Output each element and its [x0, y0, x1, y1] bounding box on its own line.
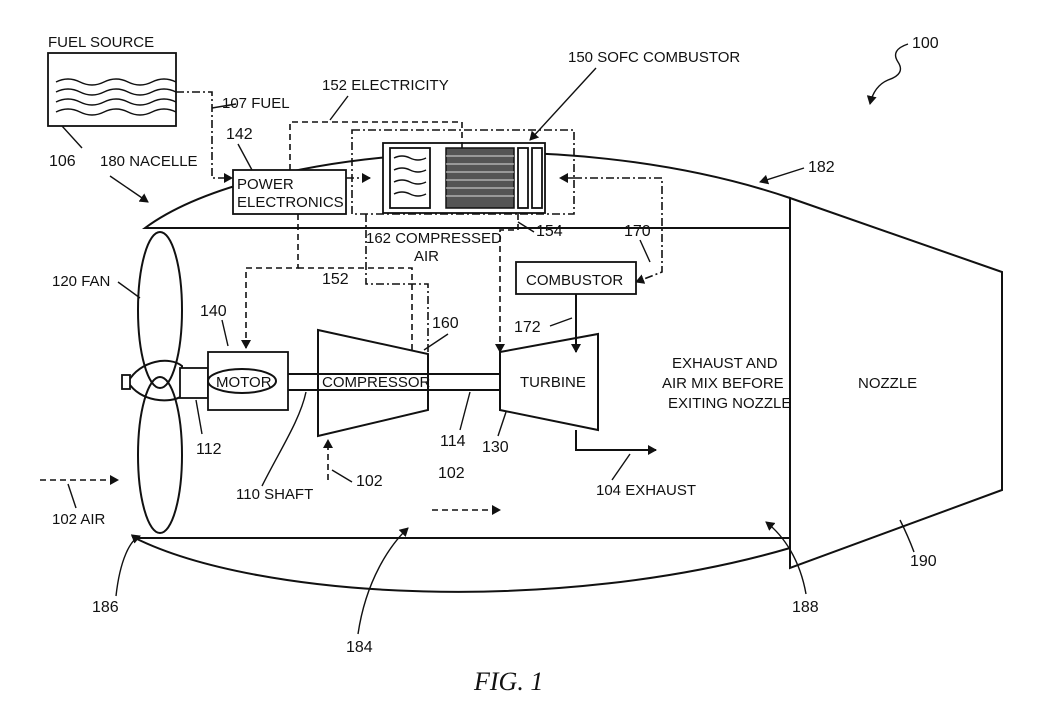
- exhaust-mix-line1: EXHAUST AND: [672, 355, 778, 372]
- ref-160-leader: [424, 334, 448, 350]
- nozzle-label: NOZZLE: [858, 375, 917, 392]
- ref-102-compressor: 102: [356, 473, 383, 490]
- nacelle-label: 180 NACELLE: [100, 153, 198, 170]
- system-ref: 100: [912, 35, 939, 52]
- ref-114: 114: [440, 433, 466, 450]
- exhaust-leader: [612, 454, 630, 480]
- fan-label: 120 FAN: [52, 273, 110, 290]
- fuel-source-leader: [62, 126, 82, 148]
- sofc-combustor: [352, 130, 574, 214]
- air-inlet-label: 102 AIR: [52, 511, 106, 528]
- electricity-branch: [298, 268, 412, 352]
- fuel-source: [48, 53, 176, 126]
- electricity-label: 152 ELECTRICITY: [322, 77, 449, 94]
- ref-184: 184: [346, 639, 373, 656]
- ref-186-leader: [116, 536, 140, 596]
- combustor-label: COMBUSTOR: [526, 272, 623, 289]
- power-electronics-leader: [238, 144, 252, 170]
- nacelle-leader: [110, 176, 148, 202]
- exhaust-mix-line2: AIR MIX BEFORE: [662, 375, 784, 392]
- ref-152-lower: 152: [322, 271, 349, 288]
- ref-112-leader: [196, 400, 202, 434]
- fuel-line-label: 107 FUEL: [222, 95, 290, 112]
- fuel-source-ref: 106: [49, 153, 76, 170]
- compressed-air-line2: AIR: [414, 248, 439, 265]
- compressor-label: COMPRESSOR: [322, 374, 431, 391]
- fan-leader: [118, 282, 140, 298]
- system-ref-leader: [870, 44, 908, 104]
- ref-114-leader: [460, 392, 470, 430]
- compressed-air-line1: 162 COMPRESSED: [366, 230, 502, 247]
- ref-182-leader: [760, 168, 804, 182]
- ref-184-leader: [358, 528, 408, 634]
- shaft-label: 110 SHAFT: [236, 486, 313, 503]
- power-electronics-line1: POWER: [237, 176, 294, 193]
- ref-102-compressor-leader: [332, 470, 352, 482]
- turbine-label: TURBINE: [520, 374, 586, 391]
- fuel-source-label: FUEL SOURCE: [48, 34, 154, 51]
- ref-186: 186: [92, 599, 119, 616]
- power-electronics-ref: 142: [226, 126, 253, 143]
- sofc-combustor-label: 150 SOFC COMBUSTOR: [568, 49, 740, 66]
- ref-188: 188: [792, 599, 819, 616]
- exhaust-arrow: [576, 430, 656, 450]
- ref-172: 172: [514, 319, 541, 336]
- nacelle-lower: [135, 538, 790, 592]
- ref-102-bypass: 102: [438, 465, 465, 482]
- air-inlet-leader: [68, 484, 76, 508]
- motor-ref: 140: [200, 303, 227, 320]
- motor-ref-leader: [222, 320, 228, 346]
- ref-190: 190: [910, 553, 937, 570]
- power-electronics-line2: ELECTRONICS: [237, 194, 344, 211]
- electricity-leader: [330, 96, 348, 120]
- fan: [122, 232, 208, 533]
- ref-154: 154: [536, 223, 563, 240]
- figure-caption: FIG. 1: [473, 667, 543, 696]
- ref-130: 130: [482, 439, 509, 456]
- ref-160: 160: [432, 315, 459, 332]
- exhaust-label: 104 EXHAUST: [596, 482, 696, 499]
- motor-label: MOTOR: [216, 374, 272, 391]
- ref-188-leader: [766, 522, 806, 594]
- electricity-to-motor: [246, 214, 298, 348]
- exhaust-mix-line3: EXITING NOZZLE: [668, 395, 791, 412]
- ref-170: 170: [624, 223, 651, 240]
- ref-172-leader: [550, 318, 572, 326]
- ref-130-leader: [498, 412, 506, 436]
- ref-112: 112: [196, 441, 222, 458]
- ref-182: 182: [808, 159, 835, 176]
- ref-170-leader: [640, 240, 650, 262]
